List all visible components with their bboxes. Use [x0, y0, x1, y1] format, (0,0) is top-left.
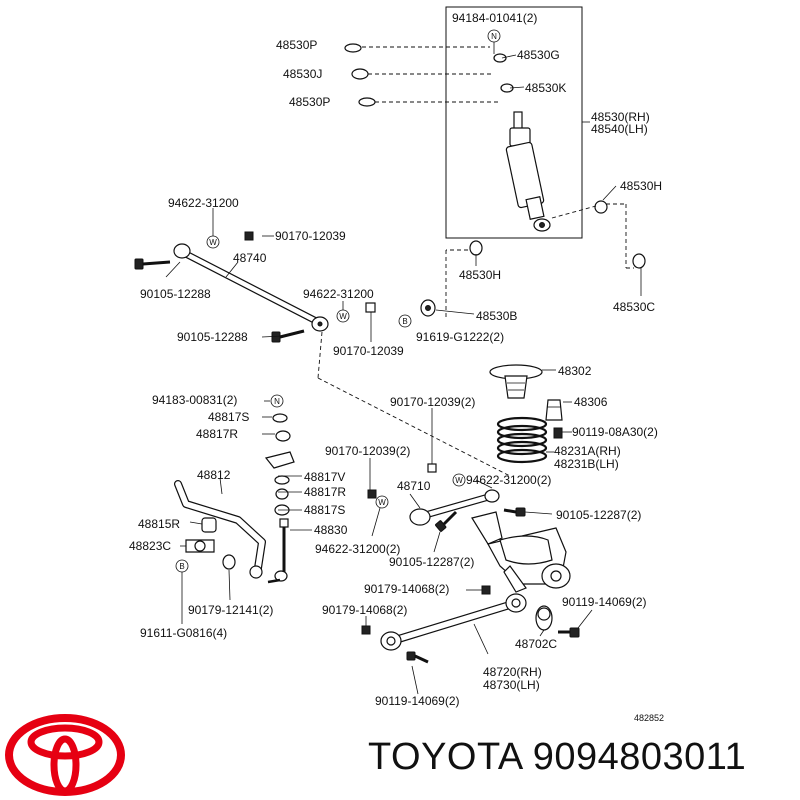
- svg-text:B: B: [402, 317, 407, 326]
- part-label: 48530P: [289, 95, 330, 109]
- part-label: 48812: [197, 468, 231, 482]
- badge-w: W: [375, 495, 389, 509]
- bolt: [134, 258, 171, 270]
- part-label: 48730(LH): [483, 678, 540, 692]
- part-label: 90119-14069(2): [562, 595, 647, 609]
- part-label: 48530B: [476, 309, 517, 323]
- part-label: 48530H: [459, 268, 501, 282]
- shock-absorber-box: [445, 6, 583, 239]
- part-label: 48740: [233, 251, 267, 265]
- part-label: 90170-12039: [275, 229, 346, 243]
- part-label: 48530H: [620, 179, 662, 193]
- part-label: 90170-12039: [333, 344, 404, 358]
- upper-control-arm: [409, 489, 500, 526]
- stabilizer-link: [267, 518, 289, 584]
- part-label: 48702C: [515, 637, 557, 651]
- part-label: 48540(LH): [591, 122, 648, 136]
- part-label: 48530P: [276, 38, 317, 52]
- part-label: 94183-00831(2): [152, 393, 237, 407]
- part-label: 90105-12288: [140, 287, 211, 301]
- part-label: 48817S: [208, 410, 249, 424]
- svg-text:W: W: [209, 238, 217, 247]
- part-label: 90105-12287(2): [389, 555, 474, 569]
- part-label: 90105-12288: [177, 330, 248, 344]
- part-label: 48830: [314, 523, 348, 537]
- svg-text:N: N: [274, 397, 280, 406]
- part-label: 90119-14069(2): [375, 694, 460, 708]
- coil-spring: [496, 416, 548, 464]
- part-label: 48817S: [304, 503, 345, 517]
- part-label: 48302: [558, 364, 592, 378]
- lateral-rod: [173, 243, 329, 332]
- svg-text:B: B: [179, 562, 184, 571]
- part-label: 48530(RH): [591, 110, 650, 124]
- bushing: [535, 605, 553, 631]
- brand-name: TOYOTA: [368, 736, 522, 778]
- part-label: 91611-G0816(4): [140, 626, 227, 640]
- part-label: 90179-14068(2): [364, 582, 449, 596]
- svg-text:N: N: [491, 32, 497, 41]
- part-label: 90105-12287(2): [556, 508, 641, 522]
- svg-text:W: W: [455, 476, 463, 485]
- part-label: 48231B(LH): [554, 457, 619, 471]
- shock-absorber: [505, 111, 551, 232]
- part-label: 90170-12039(2): [390, 395, 475, 409]
- badge-b: B: [175, 559, 189, 573]
- lower-control-arm: [380, 593, 527, 651]
- part-label: 90179-12141(2): [188, 603, 273, 617]
- bolt: [503, 507, 526, 517]
- bump-stopper: [545, 399, 563, 421]
- part-label: 48817V: [304, 470, 345, 484]
- bolt: [271, 329, 305, 343]
- svg-text:W: W: [339, 312, 347, 321]
- diagram-number: 482852: [634, 713, 664, 723]
- part-label: 90170-12039(2): [325, 444, 410, 458]
- part-label: 94184-01041(2): [452, 11, 537, 25]
- part-label: 94622-31200(2): [315, 542, 400, 556]
- part-label: 48815R: [138, 517, 180, 531]
- part-label: 48817R: [304, 485, 346, 499]
- top-bushings: [344, 43, 514, 107]
- part-label: 48530C: [613, 300, 655, 314]
- part-label: 94622-31200: [303, 287, 374, 301]
- part-label: 48231A(RH): [554, 444, 621, 458]
- toyota-logo: [5, 714, 125, 796]
- part-label: 90179-14068(2): [322, 603, 407, 617]
- bolt: [406, 651, 429, 664]
- stabilizer-bar: [174, 480, 266, 579]
- bolt: [435, 510, 458, 532]
- badge-w: W: [336, 309, 350, 323]
- part-label: 48720(RH): [483, 665, 542, 679]
- badge-b: B: [398, 314, 412, 328]
- badge-n: N: [487, 29, 501, 43]
- part-label: 48306: [574, 395, 608, 409]
- part-label: 91619-G1222(2): [416, 330, 504, 344]
- part-label: 48710: [397, 479, 431, 493]
- part-label: 48530K: [525, 81, 566, 95]
- part-label: 48530J: [283, 67, 322, 81]
- part-label: 94622-31200: [168, 196, 239, 210]
- badge-w: W: [452, 473, 466, 487]
- badge-w: W: [206, 235, 220, 249]
- axle-housing: [471, 511, 571, 593]
- badge-n: N: [270, 394, 284, 408]
- svg-text:W: W: [378, 498, 386, 507]
- part-label: 94622-31200(2): [466, 473, 551, 487]
- stabilizer-bushing: [185, 517, 217, 553]
- bolt: [558, 627, 580, 638]
- brand-part-number: TOYOTA 9094803011: [368, 736, 746, 779]
- part-label: 48530G: [517, 48, 560, 62]
- part-label: 90119-08A30(2): [572, 425, 658, 439]
- spring-bumper: [489, 364, 543, 399]
- part-label: 48817R: [196, 427, 238, 441]
- part-number: 9094803011: [532, 736, 747, 778]
- part-label: 48823C: [129, 539, 171, 553]
